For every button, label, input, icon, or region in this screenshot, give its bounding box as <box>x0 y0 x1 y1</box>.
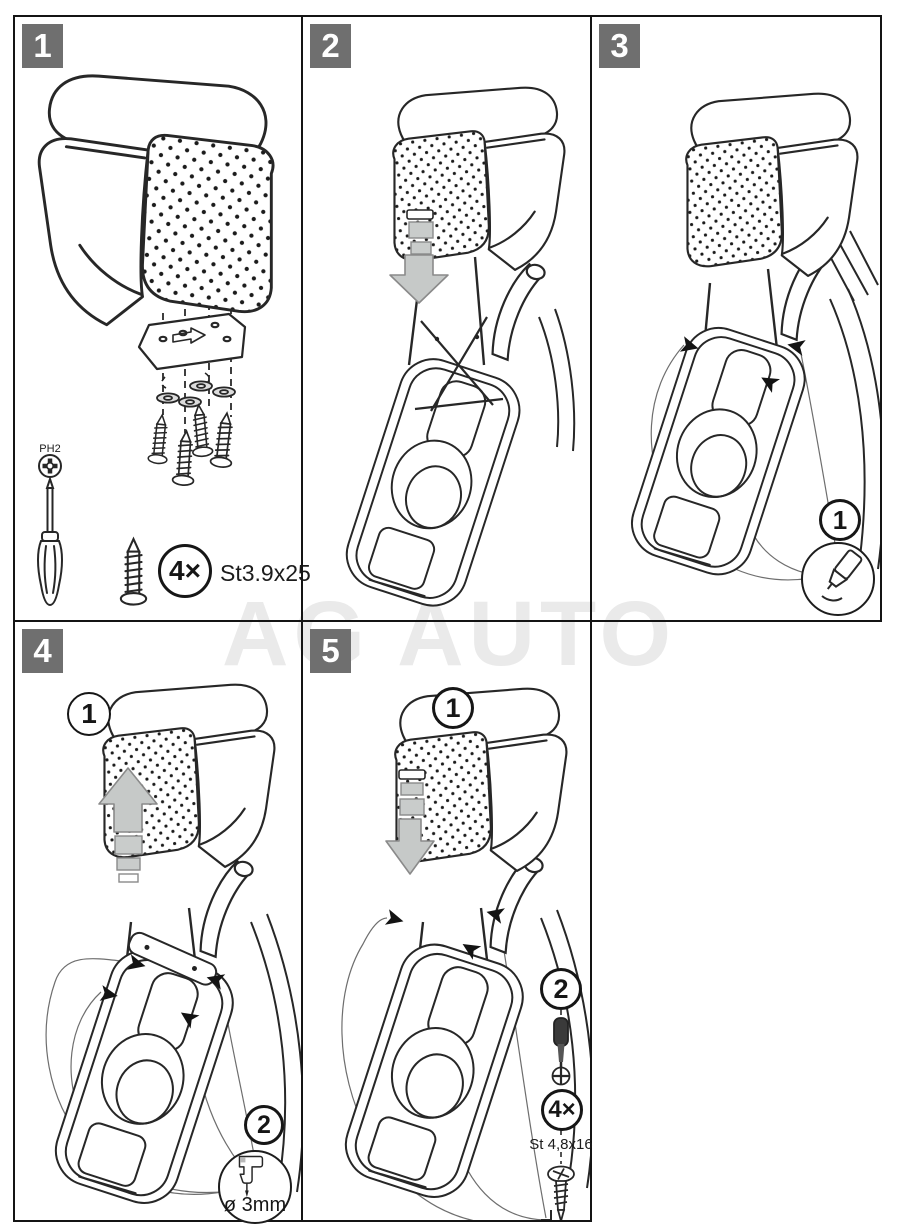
armrest-illustration <box>37 74 275 327</box>
step-panel-2: 2 <box>301 15 592 622</box>
corner-mark <box>541 1210 552 1220</box>
marker-tool-circle <box>801 542 875 616</box>
slide-down-arrow-icon <box>385 769 435 875</box>
background-lines <box>250 913 301 1193</box>
step-panel-1: 1 PH2 4× St3.9x25 <box>13 15 311 622</box>
background-lines <box>540 909 590 1189</box>
screwdriver-icon <box>37 478 63 606</box>
step-number-badge: 5 <box>310 629 351 673</box>
quantity-badge: 4× <box>158 544 212 598</box>
handbrake-icon <box>487 257 548 365</box>
background-lines <box>538 308 576 452</box>
console-illustration <box>335 934 533 1208</box>
callout-1-badge: 1 <box>432 687 474 729</box>
illustration-step-2-slide-on <box>336 86 576 616</box>
callout-2-badge: 2 <box>244 1105 284 1145</box>
handbrake-icon <box>195 854 256 962</box>
step-number-badge: 4 <box>22 629 63 673</box>
screw-spec-label: St3.9x25 <box>220 560 311 586</box>
callout-1-badge: 1 <box>819 499 861 541</box>
screw-icon <box>119 537 148 606</box>
marker-icon <box>821 548 864 602</box>
tool-size-label: PH2 <box>39 443 61 455</box>
mounting-bracket <box>137 312 247 389</box>
illustration-step-4-remove-drill <box>45 683 301 1214</box>
illustration-step-5-refit-screw <box>335 687 590 1220</box>
step-number-badge: 3 <box>599 24 640 68</box>
mounting-screw-icons <box>147 403 239 487</box>
slide-up-arrow-icon <box>98 767 158 883</box>
drill-icon <box>238 1155 264 1198</box>
background-lines <box>829 288 880 570</box>
illustration-step-1-exploded-armrest <box>15 74 275 606</box>
callout-1-badge: 1 <box>67 692 111 736</box>
step-panel-4: 4 1 2 ø 3mm <box>13 620 303 1224</box>
callout-2-badge: 2 <box>540 968 582 1010</box>
slide-down-arrow-icon <box>389 209 449 304</box>
screw-spec-label: St 4,8x16 <box>529 1136 593 1153</box>
screwdriver-icon <box>551 1016 571 1086</box>
armrest-illustration <box>685 92 859 277</box>
step-panel-3: 3 1 <box>590 15 882 622</box>
quantity-badge: 4× <box>541 1089 583 1131</box>
drill-diameter-label: ø 3mm <box>223 1194 287 1216</box>
drill-tool-circle: ø 3mm <box>218 1150 292 1224</box>
washer-icons <box>156 380 236 408</box>
step-number-badge: 2 <box>310 24 351 68</box>
phillips-ph2-icon <box>39 455 61 477</box>
step-panel-5: 5 1 2 4× St 4,8x16 <box>301 620 593 1222</box>
console-illustration <box>336 349 530 616</box>
step-number-badge: 1 <box>22 24 63 68</box>
